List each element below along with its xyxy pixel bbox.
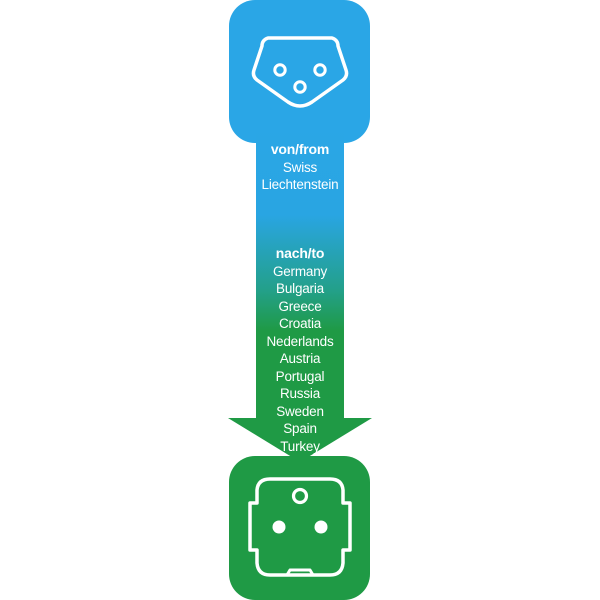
to-country: Bulgaria	[276, 281, 324, 296]
schuko-type-f-socket-icon	[248, 477, 352, 577]
bottom-plug-panel	[229, 456, 370, 600]
from-section: von/from Swiss Liechtenstein	[250, 141, 350, 194]
from-country: Liechtenstein	[261, 177, 339, 192]
to-country: Sweden	[276, 403, 324, 419]
arrow-shaft	[256, 120, 344, 420]
to-country: Spain	[283, 421, 317, 436]
top-plug-panel	[229, 0, 370, 143]
swiss-type-j-socket-icon	[251, 36, 349, 108]
to-country: Portugal	[275, 368, 325, 384]
to-country: Nederlands	[266, 333, 334, 349]
to-country: Austria	[279, 351, 321, 366]
from-country: Swiss	[282, 159, 318, 175]
to-country: Croatia	[278, 316, 322, 331]
to-country: Greece	[278, 298, 322, 314]
to-country: Russia	[279, 386, 321, 401]
arrow-head	[228, 418, 372, 462]
to-country: Germany	[272, 263, 328, 279]
to-section: nach/to Germany Bulgaria Greece Croatia …	[250, 245, 350, 455]
to-heading: nach/to	[275, 245, 325, 261]
to-country: Turkey	[280, 438, 320, 454]
from-heading: von/from	[270, 141, 330, 157]
